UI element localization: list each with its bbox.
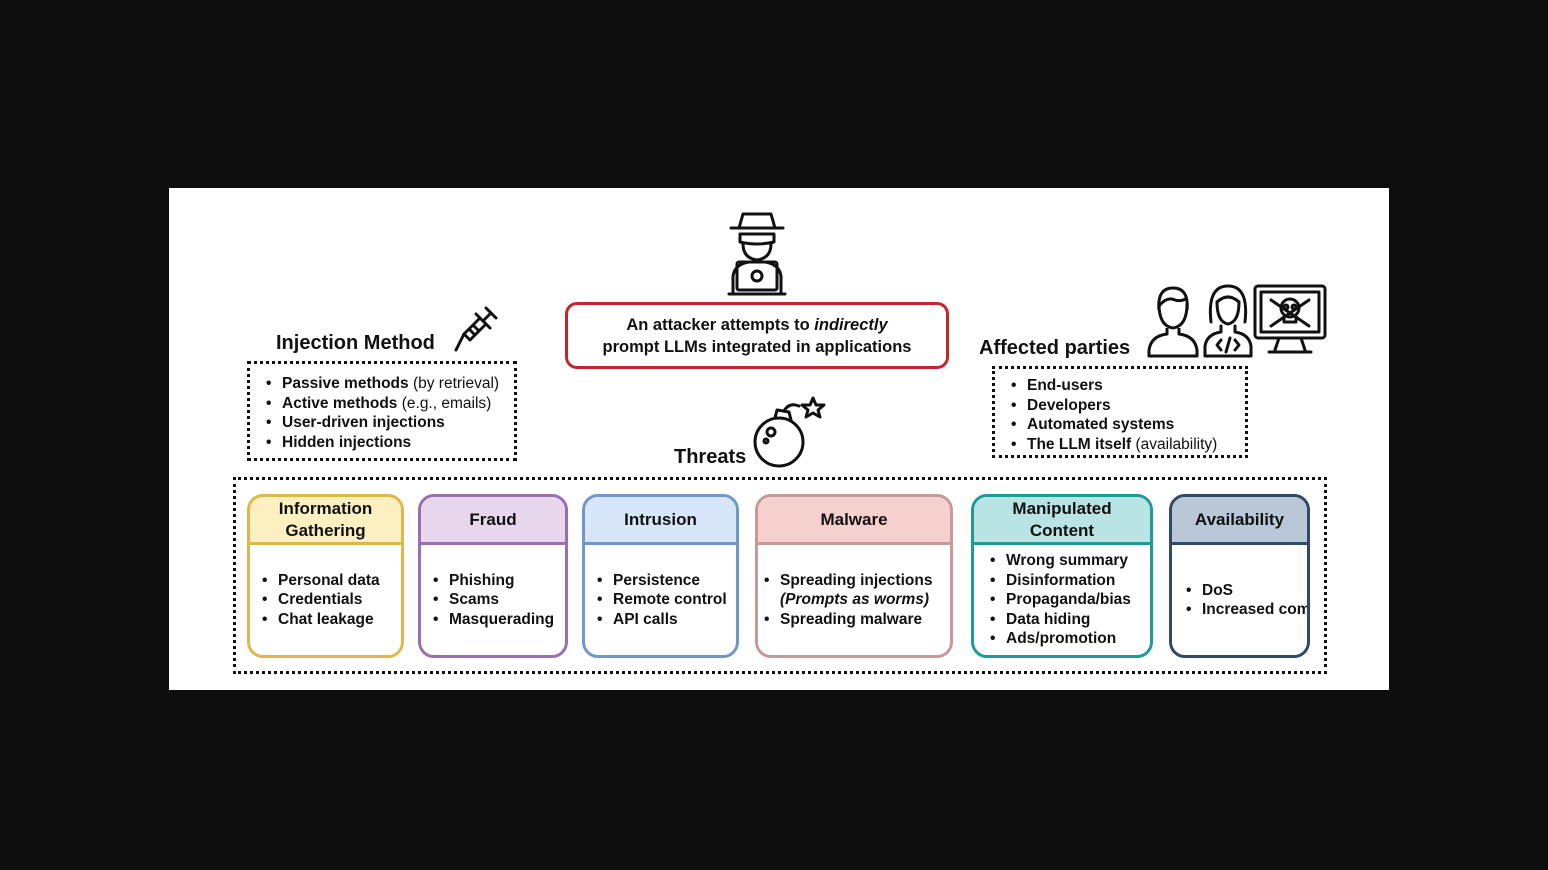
threat-card-body: Personal dataCredentialsChat leakage [250,545,401,655]
threat-card-title: Fraud [421,497,565,545]
threat-card-list: PersistenceRemote controlAPI calls [595,571,727,630]
hacker-laptop-icon [727,212,787,296]
list-item: End-users [1009,376,1217,396]
injection-method-title: Injection Method [276,332,435,354]
list-item: Scams [431,590,554,610]
threat-card-title: Malware [758,497,950,545]
threat-card-body: Wrong summaryDisinformationPropaganda/bi… [974,545,1150,655]
threat-card-title: Information Gathering [250,497,401,545]
user-icon [1147,286,1199,358]
threat-card-list: Spreading injections(Prompts as worms)Sp… [762,571,932,630]
list-item: Increased computation [1184,600,1307,620]
list-item: Active methods (e.g., emails) [264,394,499,414]
list-item: Automated systems [1009,415,1217,435]
list-item: Hidden injections [264,433,499,453]
list-item: Spreading malware [762,610,932,630]
threat-card-availability: AvailabilityDoSIncreased computation [1169,494,1310,658]
threat-card-list: PhishingScamsMasquerading [431,571,554,630]
threat-card-body: PersistenceRemote controlAPI calls [585,545,736,655]
attacker-line-1: An attacker attempts to indirectly [626,315,888,334]
threats-box [233,477,1327,674]
threat-card-title: Availability [1172,497,1307,545]
affected-parties-list: End-usersDevelopersAutomated systemsThe … [1009,376,1217,454]
list-item: Passive methods (by retrieval) [264,374,499,394]
list-item: Phishing [431,571,554,591]
compromised-computer-icon [1253,284,1327,354]
threat-card-malware: MalwareSpreading injections(Prompts as w… [755,494,953,658]
affected-parties-title: Affected parties [979,337,1131,359]
diagram-canvas: An attacker attempts to indirectly promp… [169,188,1389,690]
syringe-icon [454,306,498,352]
list-item: Data hiding [988,610,1131,630]
list-item: Propaganda/bias [988,590,1131,610]
list-item: Masquerading [431,610,554,630]
attacker-statement-box: An attacker attempts to indirectly promp… [565,302,949,369]
affected-parties-box: End-usersDevelopersAutomated systemsThe … [992,366,1248,458]
list-item: Disinformation [988,571,1131,591]
list-item: Developers [1009,396,1217,416]
threat-card-title: Manipulated Content [974,497,1150,545]
list-item: API calls [595,610,727,630]
threat-card-body: PhishingScamsMasquerading [421,545,565,655]
threat-card-intrusion: IntrusionPersistenceRemote controlAPI ca… [582,494,739,658]
list-item: (Prompts as worms) [780,591,930,609]
list-item: User-driven injections [264,413,499,433]
threat-card-list: Wrong summaryDisinformationPropaganda/bi… [988,551,1131,649]
threat-card-fraud: FraudPhishingScamsMasquerading [418,494,568,658]
attacker-line-2: prompt LLMs integrated in applications [602,337,912,356]
injection-method-box: Passive methods (by retrieval)Active met… [247,361,517,461]
list-item: Wrong summary [988,551,1131,571]
list-item: Remote control [595,590,727,610]
bomb-icon [753,396,826,468]
threats-title: Threats [674,446,747,468]
injection-method-list: Passive methods (by retrieval)Active met… [264,374,499,452]
threat-card-title: Intrusion [585,497,736,545]
list-item: Chat leakage [260,610,380,630]
threat-card-manipulated-content: Manipulated ContentWrong summaryDisinfor… [971,494,1153,658]
threat-card-list: Personal dataCredentialsChat leakage [260,571,380,630]
list-item: Ads/promotion [988,629,1131,649]
list-item: Personal data [260,571,380,591]
threat-card-body: DoSIncreased computation [1172,545,1307,655]
list-item: The LLM itself (availability) [1009,435,1217,455]
threat-card-information-gathering: Information GatheringPersonal dataCreden… [247,494,404,658]
developer-icon [1203,284,1253,358]
list-item: Spreading injections [762,571,932,591]
list-item: Persistence [595,571,727,591]
list-item: Credentials [260,590,380,610]
threat-card-list: DoSIncreased computation [1184,581,1307,620]
threat-card-body: Spreading injections(Prompts as worms)Sp… [758,545,950,655]
list-item: DoS [1184,581,1307,601]
